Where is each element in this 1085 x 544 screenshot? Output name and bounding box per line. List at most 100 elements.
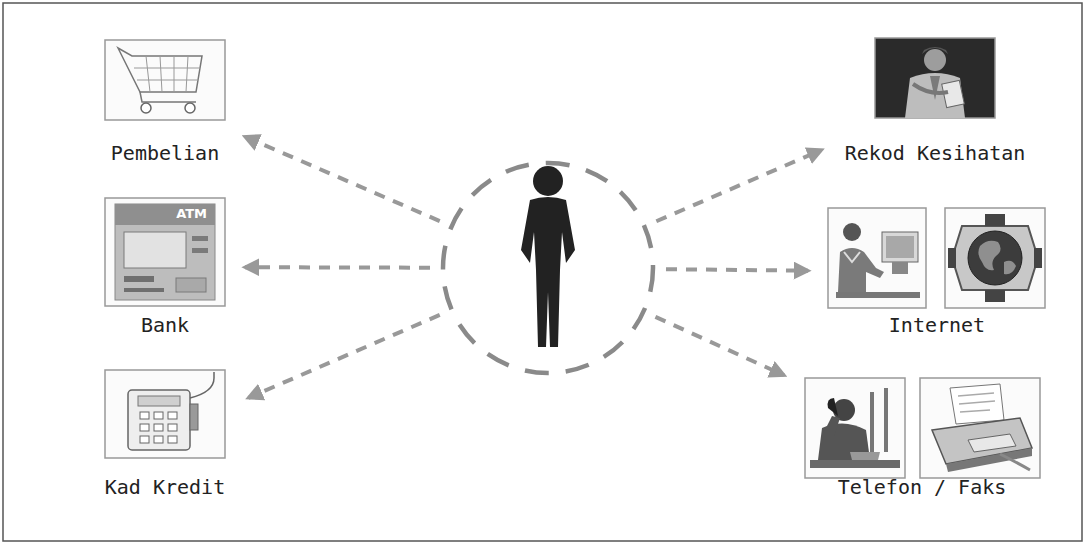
cart-icon-part <box>134 56 200 92</box>
computer-user-icon-part <box>828 208 926 308</box>
fax-icon-part <box>958 393 995 412</box>
card-terminal-icon-part-part <box>140 424 149 431</box>
node-label: Bank <box>103 312 227 338</box>
dashed-circle-line <box>443 163 653 373</box>
globe-icon-part <box>948 248 956 268</box>
card-terminal-icon-part-part <box>168 424 177 431</box>
atm-icon-part <box>192 248 208 253</box>
phone-fax-node: Telefon / Faks <box>802 376 1042 500</box>
doctor-icon-part <box>905 73 965 118</box>
atm-icon <box>105 198 225 306</box>
internet-node: Internet <box>826 206 1048 338</box>
telephone-icon-part <box>810 460 900 468</box>
card-terminal-icon-part-part <box>168 436 177 443</box>
fax-icon-part <box>968 434 1016 452</box>
fax-icon-part <box>950 384 1004 424</box>
cart-icon <box>105 40 225 120</box>
card-terminal-icon-part <box>138 396 180 406</box>
fax-icon-part <box>920 378 1040 478</box>
atm-icon-part <box>124 232 186 268</box>
bank-node: Bank <box>103 196 227 338</box>
cart-icon-part <box>185 103 195 113</box>
telephone-icon-part <box>824 416 840 436</box>
computer-user-icon-part <box>838 248 884 292</box>
globe-icon-part <box>952 226 1038 290</box>
atm-icon-part <box>176 278 206 292</box>
card-terminal-icon-part <box>140 412 177 443</box>
cart-icon-part <box>118 48 202 92</box>
card-terminal-icon-part-part <box>168 412 177 419</box>
dashed-arrow <box>656 150 821 221</box>
dashed-arrow <box>666 269 808 270</box>
computer-user-icon <box>828 208 926 308</box>
computer-user-icon-part <box>882 232 918 262</box>
globe-icon <box>945 208 1045 308</box>
telephone-icon-part <box>870 392 874 452</box>
telephone-icon <box>805 378 905 478</box>
computer-user-icon-part <box>892 262 908 274</box>
computer-user-icon-part <box>836 292 920 298</box>
doctor-icon-part <box>922 47 948 54</box>
purchase-node: Pembelian <box>103 38 227 166</box>
sign-text: ATM <box>115 205 207 223</box>
fax-icon <box>920 378 1040 478</box>
node-label: Telefon / Faks <box>802 474 1042 500</box>
globe-icon-part <box>978 241 1000 271</box>
fax-icon-part <box>1000 454 1030 470</box>
globe-icon-part <box>1034 248 1042 268</box>
cart-icon-part <box>141 103 151 113</box>
health-record-node: Rekod Kesihatan <box>840 36 1031 166</box>
dashed-circle <box>440 160 656 376</box>
dashed-arrow <box>245 137 440 221</box>
node-label: Internet <box>826 312 1048 338</box>
globe-icon-part <box>968 231 1022 285</box>
cart-icon-part <box>105 40 225 120</box>
fax-icon-part <box>946 448 1032 472</box>
person-figure-part <box>521 197 575 347</box>
globe-icon-part <box>985 214 1005 226</box>
atm-icon-part <box>115 204 215 300</box>
telephone-icon-part <box>805 378 905 478</box>
atm-icon-part <box>124 288 164 292</box>
circle-outline <box>440 160 656 376</box>
doctor-icon-part <box>913 84 948 93</box>
node-label: Rekod Kesihatan <box>840 140 1031 166</box>
doctor-icon-part <box>930 76 940 100</box>
atm-icon-part <box>115 204 215 225</box>
dashed-arrow <box>249 315 440 398</box>
doctor-icon-part <box>924 49 946 71</box>
globe-icon-part <box>985 290 1005 302</box>
dashed-arrow <box>655 317 784 375</box>
cart-icon-part <box>140 92 196 102</box>
telephone-icon-part <box>884 388 888 452</box>
doctor-icon-part <box>875 38 995 118</box>
telephone-icon-part <box>850 452 880 460</box>
outer-frame <box>3 3 1082 541</box>
card-terminal-icon-part <box>105 370 225 458</box>
card-terminal-icon-part <box>190 404 198 430</box>
card-terminal-icon-part-part <box>154 436 163 443</box>
globe-icon-part <box>945 208 1045 308</box>
computer-user-icon-part <box>886 236 914 258</box>
node-label: Pembelian <box>103 140 227 166</box>
card-terminal-icon-part-part <box>140 436 149 443</box>
card-terminal-icon-part <box>128 390 190 450</box>
computer-user-icon-part <box>844 252 860 262</box>
card-terminal-icon-part-part <box>154 412 163 419</box>
card-terminal-icon <box>105 370 225 458</box>
person-figure <box>521 166 575 347</box>
person-figure-part <box>533 166 563 196</box>
globe-icon-part <box>1004 261 1016 275</box>
atm-icon-part <box>124 276 154 282</box>
credit-card-node: Kad Kredit <box>100 368 231 500</box>
card-terminal-icon-part-part <box>154 424 163 431</box>
computer-user-icon-part <box>843 223 861 241</box>
atm-icon-part <box>105 198 225 306</box>
card-terminal-icon-part <box>190 372 214 398</box>
doctor-icon <box>875 38 995 118</box>
dashed-arrow <box>245 265 430 269</box>
card-terminal-icon-part-part <box>140 412 149 419</box>
